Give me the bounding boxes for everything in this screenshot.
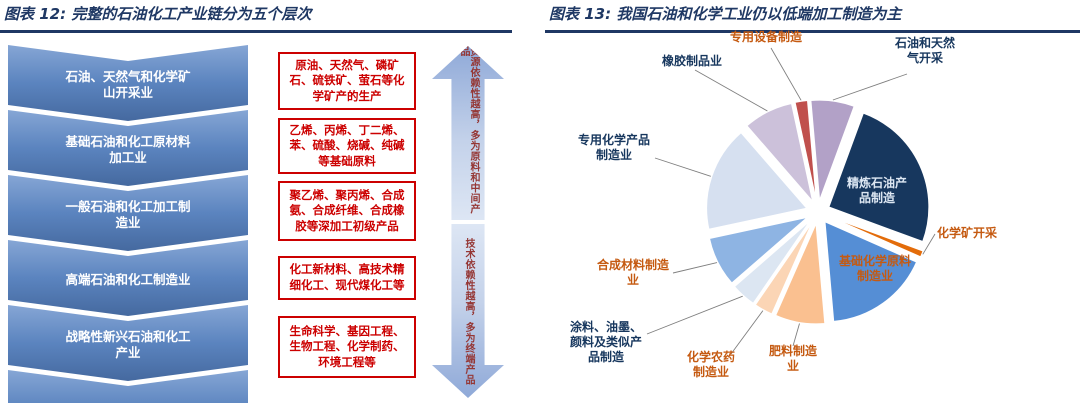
pie-slice-6 [733,220,811,304]
chain-level-2: 基础石油和化工原材料加工业 [8,110,248,186]
pie-leader-line-5 [730,310,764,355]
pie-slice-9 [746,102,814,202]
pie-slice-1 [828,112,930,243]
pie-slice-label-0: 石油和天然气开采 [894,36,955,65]
down-arrow-icon: 技术依赖性越高，多为终端产品 [432,224,504,398]
chain-detail-5: 生命科学、基因工程、生物工程、化学制药、环境工程等 [278,316,416,378]
pie-slice-2 [828,216,924,258]
pie-leader-line-6 [646,295,743,335]
figure-12-panel: 图表 12: 完整的石油化工产业链分为五个层次 石油、天然气和化学矿山开采业 基… [0,0,512,403]
chain-detail-4: 化工新材料、高技术精细化工、现代煤化工等 [278,256,416,300]
chain-detail-1: 原油、天然气、磷矿石、硫铁矿、萤石等化学矿产的生产 [278,52,416,110]
pie-slice-4 [775,223,826,325]
chain-level-4: 高端石油和化工制造业 [8,240,248,316]
pie-slice-label-4: 肥料制造业 [768,344,817,373]
pie-slice-label-9: 橡胶制品业 [661,54,722,68]
technology-dependence-note: 技术依赖性越高，多为终端产品 [463,237,474,385]
chain-level-5: 战略性新兴石油和化工产业 [8,305,248,381]
pie-slice-label-10: 专用设备制造 [729,30,802,44]
resource-dependence-note: 资源依赖性越高，多为原料和中间产品 [458,46,479,214]
pie-leader-line-0 [832,73,908,101]
pie-leader-line-10 [770,47,802,101]
pie-leader-line-4 [792,323,800,347]
pie-slice-label-7: 合成材料制造业 [596,258,669,287]
pie-slice-label-1: 精炼石油产品制造 [846,176,907,205]
pie-leader-line-2 [922,233,936,255]
pie-slice-10 [794,99,817,201]
pie-slice-5 [754,222,813,315]
pie-leader-line-8 [654,157,711,177]
pie-slice-label-5: 化学农药制造业 [686,350,735,379]
pie-slice-8 [706,131,808,230]
chain-detail-3: 聚乙烯、聚丙烯、合成氨、合成纤维、合成橡胶等深加工初级产品 [278,181,416,241]
pie-chart: 石油和天然气开采精炼石油产品制造化学矿开采基础化学原料制造业肥料制造业 化学农药制… [545,0,1080,403]
pie-leader-line-9 [694,69,768,112]
chain-level-3: 一般石油和化工加工制造业 [8,175,248,251]
chain-level-2-label: 基础石油和化工原材料加工业 [65,133,191,165]
pie-leader-line-7 [672,262,718,274]
chain-level-5-label: 战略性新兴石油和化工产业 [65,328,191,360]
up-arrow-icon: 资源依赖性越高，多为原料和中间产品 [432,46,504,220]
figure-13-title: 图表 13: 我国石油和化学工业仍以低端加工制造为主 [545,0,1080,33]
pie-slice-0 [810,99,855,201]
pie-slice-7 [708,216,808,284]
pie-chart-svg [646,47,936,355]
figure-13-panel: 图表 13: 我国石油和化学工业仍以低端加工制造为主 石油和天然气开采精炼石油产… [545,0,1080,403]
industry-chain-flow-diagram: 石油、天然气和化学矿山开采业 基础石油和化工原材料加工业 一般石油和化工加工制造… [0,0,512,403]
pie-slice-3 [824,221,918,322]
chain-level-3-label: 一般石油和化工加工制造业 [65,198,191,230]
chain-level-1: 石油、天然气和化学矿山开采业 [8,45,248,121]
pie-slice-label-3: 基础化学原料制造业 [838,254,911,283]
pie-slice-label-6: 涂料、油墨、颜料及类似产品制造 [569,320,642,364]
pie-slice-label-2: 化学矿开采 [937,226,998,240]
chain-level-1-label: 石油、天然气和化学矿山开采业 [65,68,191,100]
chain-level-4-label: 高端石油和化工制造业 [65,271,191,287]
figure-12-title: 图表 12: 完整的石油化工产业链分为五个层次 [0,0,512,33]
chain-detail-2: 乙烯、丙烯、丁二烯、苯、硫酸、烧碱、纯碱等基础原料 [278,118,416,174]
pie-slice-label-8: 专用化学产品制造业 [577,133,650,162]
